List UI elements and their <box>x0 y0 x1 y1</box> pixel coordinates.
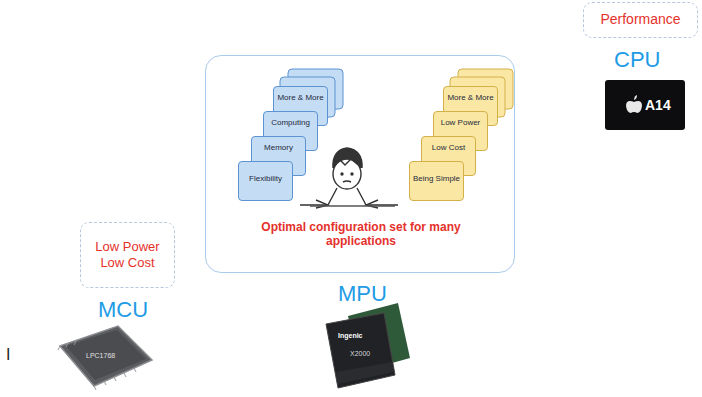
mcu-chip <box>58 326 152 390</box>
category-name: MCU <box>98 298 148 322</box>
node-text: More & More <box>446 94 495 103</box>
stray-mark: I <box>6 346 10 364</box>
attribute-box: Low Power Low Cost <box>80 222 175 288</box>
cpu-chip <box>605 80 685 130</box>
chip-marking: X2000 <box>350 350 370 358</box>
category-name: CPU <box>614 48 660 72</box>
mpu-panel: Optimal configuration set for many appli… <box>205 55 515 273</box>
node-text: Low Cost <box>424 144 473 153</box>
feature-card: Flexibility <box>238 161 293 201</box>
node-text: Memory <box>254 144 303 153</box>
chip-marking: LPC1768 <box>86 352 115 360</box>
node-text: Being Simple <box>412 175 461 184</box>
node-text: Optimal configuration set for many appli… <box>261 220 461 249</box>
mpu-chip <box>326 303 410 388</box>
node-text: Low Power <box>436 119 485 128</box>
node-text: Low Power Low Cost <box>89 239 166 272</box>
person-figure <box>300 148 398 208</box>
chip-marking: A14 <box>645 98 671 113</box>
node-text: Performance <box>600 11 680 29</box>
category-name: MPU <box>338 282 387 306</box>
attribute-box: Performance <box>583 2 698 38</box>
feature-card: Being Simple <box>409 161 464 201</box>
node-text: Computing <box>266 119 315 128</box>
node-text: Flexibility <box>241 175 290 184</box>
chip-marking: Ingenic <box>338 332 363 340</box>
node-text: More & More <box>276 94 325 103</box>
